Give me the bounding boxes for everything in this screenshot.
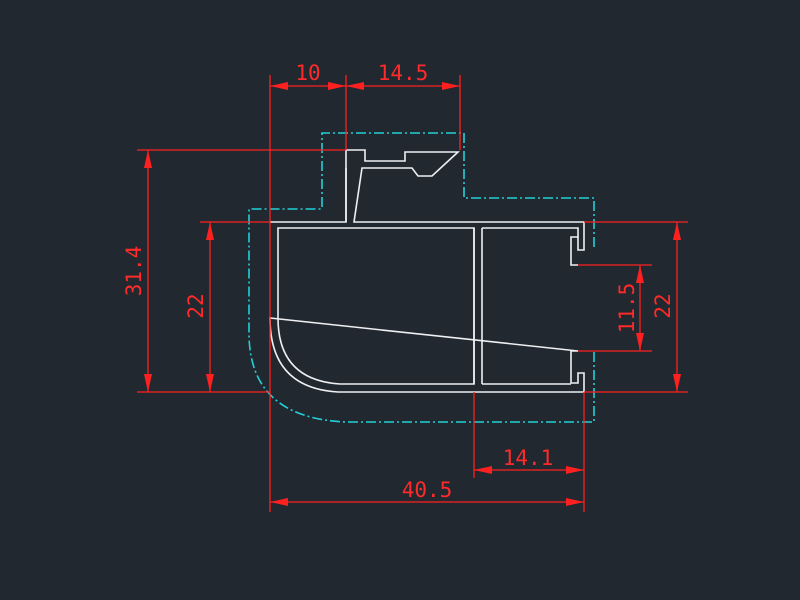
arrow — [474, 466, 492, 474]
arrow — [144, 150, 152, 168]
arrow — [673, 374, 681, 392]
dim-label-right-height: 22 — [651, 293, 675, 318]
arrow — [673, 222, 681, 240]
profile-inner — [277, 227, 475, 385]
arrow — [328, 82, 346, 90]
dim-label-right-chamber: 14.1 — [503, 446, 554, 470]
arrow — [270, 498, 288, 506]
arrow — [442, 82, 460, 90]
dim-label-slot-opening: 11.5 — [615, 283, 639, 334]
dim-label-total-height: 31.4 — [122, 246, 146, 297]
aluminium-profile — [269, 149, 585, 393]
arrow — [636, 265, 644, 283]
dim-label-left-height: 22 — [184, 293, 208, 318]
arrow — [144, 374, 152, 392]
arrow — [346, 82, 364, 90]
arrow — [206, 222, 214, 240]
offset-outline — [248, 132, 595, 423]
arrow — [270, 82, 288, 90]
dim-label-top-left: 10 — [295, 61, 320, 85]
dim-label-total-width: 40.5 — [402, 478, 453, 502]
arrow — [206, 374, 214, 392]
profile-outer — [269, 149, 585, 393]
dimensions-group — [137, 75, 688, 512]
arrow — [566, 498, 584, 506]
dim-label-top-right: 14.5 — [378, 61, 429, 85]
arrow — [636, 333, 644, 351]
arrow — [566, 466, 584, 474]
profile-right-chamber — [482, 227, 579, 385]
